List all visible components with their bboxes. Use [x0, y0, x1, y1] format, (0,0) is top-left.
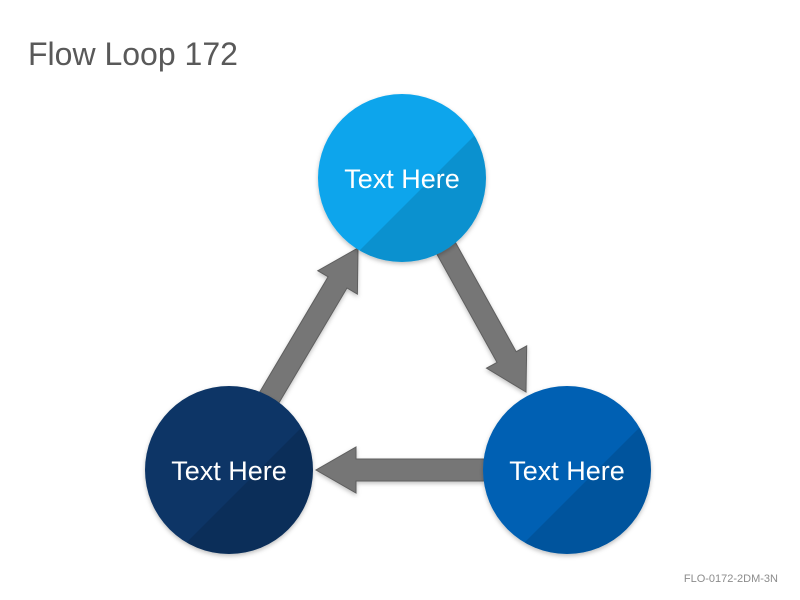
node-bottom-left-circle	[145, 386, 313, 554]
arrow-left-to-top	[258, 247, 359, 405]
arrow-right-to-left	[314, 446, 485, 494]
node-bottom-left-label: Text Here	[171, 456, 287, 486]
page-title: Flow Loop 172	[28, 36, 238, 72]
node-bottom-right-circle	[483, 386, 651, 554]
arrow-top-to-right	[435, 242, 528, 393]
slide-code: FLO-0172-2DM-3N	[683, 573, 778, 585]
node-bottom-right: Text Here	[483, 386, 651, 554]
node-top-label: Text Here	[344, 164, 460, 194]
node-top-circle	[318, 94, 486, 262]
node-bottom-right-label: Text Here	[509, 456, 625, 486]
